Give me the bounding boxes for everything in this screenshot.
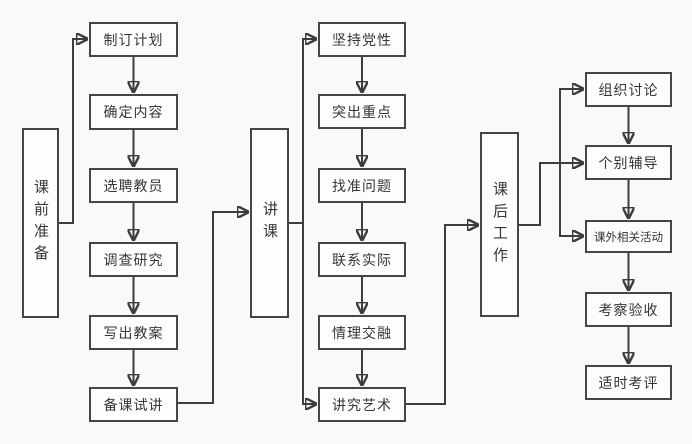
step-link-to-reality-label: 联系实际 (332, 251, 392, 268)
connector-rehearse-to-lecture-stage (178, 212, 248, 404)
connector-post-stage-to-discussion (559, 89, 583, 163)
connector-post-stage-to-activities (559, 163, 583, 236)
stage-post-class-work-label: 课后工作 (491, 180, 508, 269)
step-rehearse-lesson: 备课试讲 (89, 387, 178, 422)
step-inspect-and-accept-label: 考察验收 (598, 301, 659, 318)
stage-pre-class-preparation-label: 课前准备 (32, 179, 49, 267)
step-write-lesson-plan-label: 写出教案 (103, 324, 164, 341)
step-extracurricular-activities: 课外相关活动 (585, 220, 672, 253)
step-select-instructors-label: 选聘教员 (103, 177, 164, 194)
step-individual-tutoring: 个别辅导 (585, 145, 672, 180)
connector-lecture-stage-to-artistry (302, 223, 316, 404)
step-write-lesson-plan: 写出教案 (89, 315, 178, 350)
step-individual-tutoring-label: 个别辅导 (598, 154, 659, 171)
step-highlight-key-points: 突出重点 (318, 94, 406, 129)
step-stress-artistry: 讲究艺术 (318, 387, 406, 422)
step-blend-emotion-reason: 情理交融 (318, 315, 406, 350)
step-make-plan-label: 制订计划 (103, 31, 164, 48)
step-link-to-reality: 联系实际 (318, 242, 406, 277)
connector-post-stage-to-tutoring (519, 163, 583, 226)
step-investigate-research-label: 调查研究 (103, 251, 164, 268)
stage-pre-class-preparation: 课前准备 (22, 128, 59, 318)
step-rehearse-lesson-label: 备课试讲 (103, 396, 164, 413)
step-uphold-party-spirit: 坚持党性 (318, 22, 406, 57)
step-define-content-label: 确定内容 (103, 104, 164, 120)
step-identify-problems-label: 找准问题 (332, 177, 392, 194)
step-make-plan: 制订计划 (89, 22, 178, 57)
step-identify-problems: 找准问题 (318, 168, 406, 203)
step-timely-evaluation-label: 适时考评 (598, 374, 659, 391)
step-blend-emotion-reason-label: 情理交融 (332, 324, 392, 341)
stage-post-class-work: 课后工作 (480, 132, 519, 317)
step-timely-evaluation: 适时考评 (585, 365, 672, 400)
step-define-content: 确定内容 (89, 94, 178, 130)
step-uphold-party-spirit-label: 坚持党性 (332, 31, 392, 48)
step-investigate-research: 调查研究 (89, 242, 178, 277)
connector-pre-stage-to-make-plan (59, 39, 87, 224)
step-organize-discussion-label: 组织讨论 (598, 81, 659, 98)
step-inspect-and-accept: 考察验收 (585, 292, 672, 327)
stage-lecturing-label: 讲课 (261, 201, 278, 245)
connector-artistry-to-post-stage (406, 225, 478, 405)
stage-lecturing: 讲课 (250, 128, 289, 318)
step-select-instructors: 选聘教员 (89, 168, 178, 203)
step-extracurricular-activities-label: 课外相关活动 (594, 231, 663, 244)
step-stress-artistry-label: 讲究艺术 (332, 396, 392, 413)
step-highlight-key-points-label: 突出重点 (332, 103, 392, 120)
step-organize-discussion: 组织讨论 (585, 72, 672, 107)
connector-lecture-stage-to-party-spirit (289, 39, 316, 224)
